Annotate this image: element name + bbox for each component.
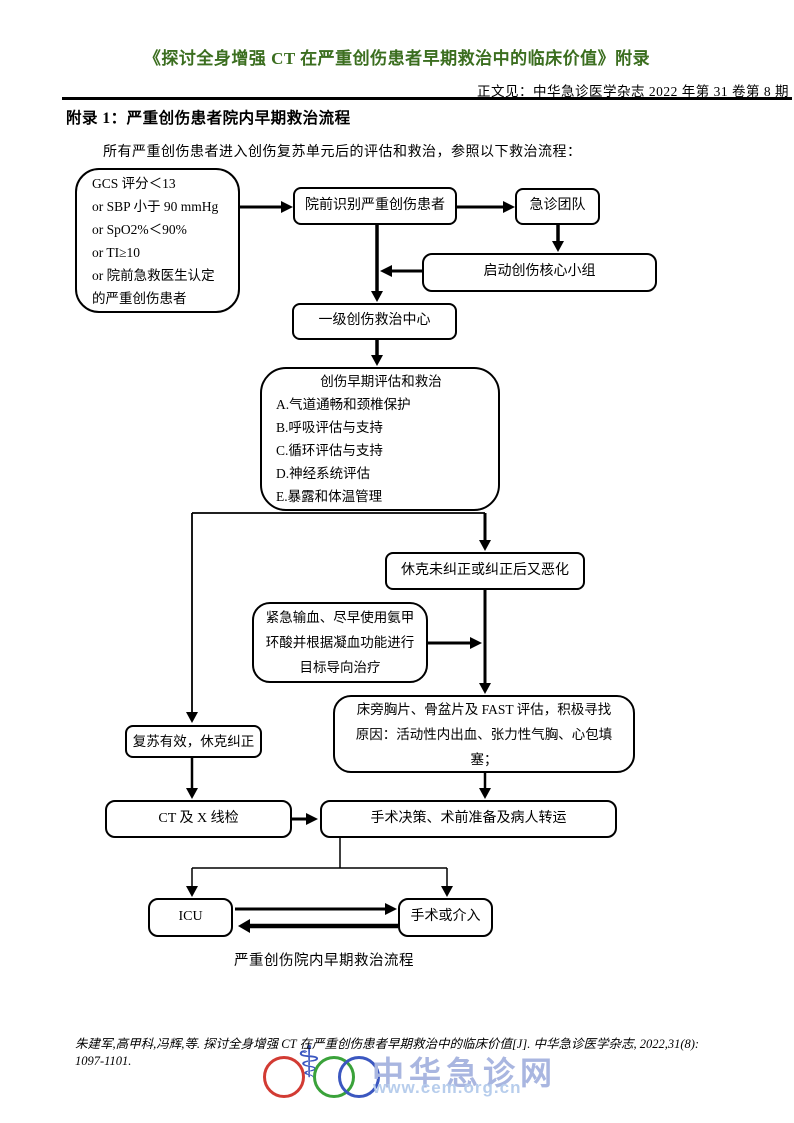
node-bedside-imaging: 床旁胸片、骨盆片及 FAST 评估，积极寻找 原因：活动性内出血、张力性气胸、心… xyxy=(333,695,635,773)
criteria-line: or TI≥10 xyxy=(92,244,141,260)
node-prehospital-identification: 院前识别严重创伤患者 xyxy=(293,187,457,225)
citation-line-2: 1097-1101. xyxy=(75,1054,132,1068)
bedside-imaging-line: 原因：活动性内出血、张力性气胸、心包填 xyxy=(355,726,613,742)
watermark-site-name: 中华急诊网 xyxy=(372,1055,558,1091)
node-early-assessment: 创伤早期评估和救治 A.气道通畅和颈椎保护 B.呼吸评估与支持 C.循环评估与支… xyxy=(260,367,500,511)
blue-ring-icon xyxy=(338,1056,380,1098)
node-activate-trauma-core-team: 启动创伤核心小组 xyxy=(422,253,657,292)
early-assessment-item: C.循环评估与支持 xyxy=(276,443,383,458)
node-surgery-decision-transfer: 手术决策、术前准备及病人转运 xyxy=(320,800,617,838)
early-assessment-item: A.气道通畅和颈椎保护 xyxy=(276,397,411,412)
criteria-line: or 院前急救医生认定 xyxy=(92,267,215,283)
source-note: 正文见：中华急诊医学杂志 2022 年第 31 卷第 8 期 xyxy=(477,84,789,99)
node-level-one-trauma-center: 一级创伤救治中心 xyxy=(292,303,457,340)
criteria-line: or SpO2%＜90% xyxy=(92,221,187,237)
appendix-heading: 附录 1：严重创伤患者院内早期救治流程 xyxy=(66,110,351,127)
document-title: 《探讨全身增强 CT 在严重创伤患者早期救治中的临床价值》附录 xyxy=(143,49,651,68)
criteria-line: 的严重创伤患者 xyxy=(92,290,187,306)
early-assessment-item: D.神经系统评估 xyxy=(276,466,371,481)
early-assessment-item: B.呼吸评估与支持 xyxy=(276,420,383,435)
node-emergency-transfusion: 紧急输血、尽早使用氨甲 环酸并根据凝血功能进行 目标导向治疗 xyxy=(252,602,428,683)
node-shock-uncorrected: 休克未纠正或纠正后又恶化 xyxy=(385,552,585,590)
watermark-site-url: www.cem.org.cn xyxy=(373,1078,522,1097)
node-resuscitation-effective: 复苏有效，休克纠正 xyxy=(125,725,262,758)
citation-line-1: 朱建军,高甲科,冯辉,等. 探讨全身增强 CT 在严重创伤患者早期救治中的临床价… xyxy=(75,1037,700,1051)
red-ring-icon xyxy=(263,1056,305,1098)
node-triage-criteria: GCS 评分＜13 or SBP 小于 90 mmHg or SpO2%＜90%… xyxy=(75,168,240,313)
cem-watermark-logo: ⚕ 中华急诊网 www.cem.org.cn xyxy=(255,1041,615,1105)
node-surgery-or-intervention: 手术或介入 xyxy=(398,898,493,937)
transfusion-line: 目标导向治疗 xyxy=(299,660,381,675)
flowchart-caption: 严重创伤院内早期救治流程 xyxy=(234,953,414,969)
intro-paragraph: 所有严重创伤患者进入创伤复苏单元后的评估和救治，参照以下救治流程： xyxy=(103,145,582,160)
early-assessment-item: E.暴露和体温管理 xyxy=(276,489,383,504)
node-emergency-team: 急诊团队 xyxy=(515,188,600,225)
criteria-line: GCS 评分＜13 xyxy=(92,175,176,191)
criteria-line: or SBP 小于 90 mmHg xyxy=(92,198,219,214)
node-icu: ICU xyxy=(148,898,233,937)
transfusion-line: 紧急输血、尽早使用氨甲 xyxy=(265,610,415,625)
reference-citation: 朱建军,高甲科,冯辉,等. 探讨全身增强 CT 在严重创伤患者早期救治中的临床价… xyxy=(75,1036,735,1070)
bedside-imaging-line: 塞； xyxy=(470,751,498,767)
bedside-imaging-line: 床旁胸片、骨盆片及 FAST 评估，积极寻找 xyxy=(356,701,612,717)
node-ct-xray-exam: CT 及 X 线检 xyxy=(105,800,292,838)
transfusion-line: 环酸并根据凝血功能进行 xyxy=(265,635,415,650)
early-assessment-title: 创伤早期评估和救治 xyxy=(320,374,442,389)
horizontal-rule xyxy=(62,97,792,100)
